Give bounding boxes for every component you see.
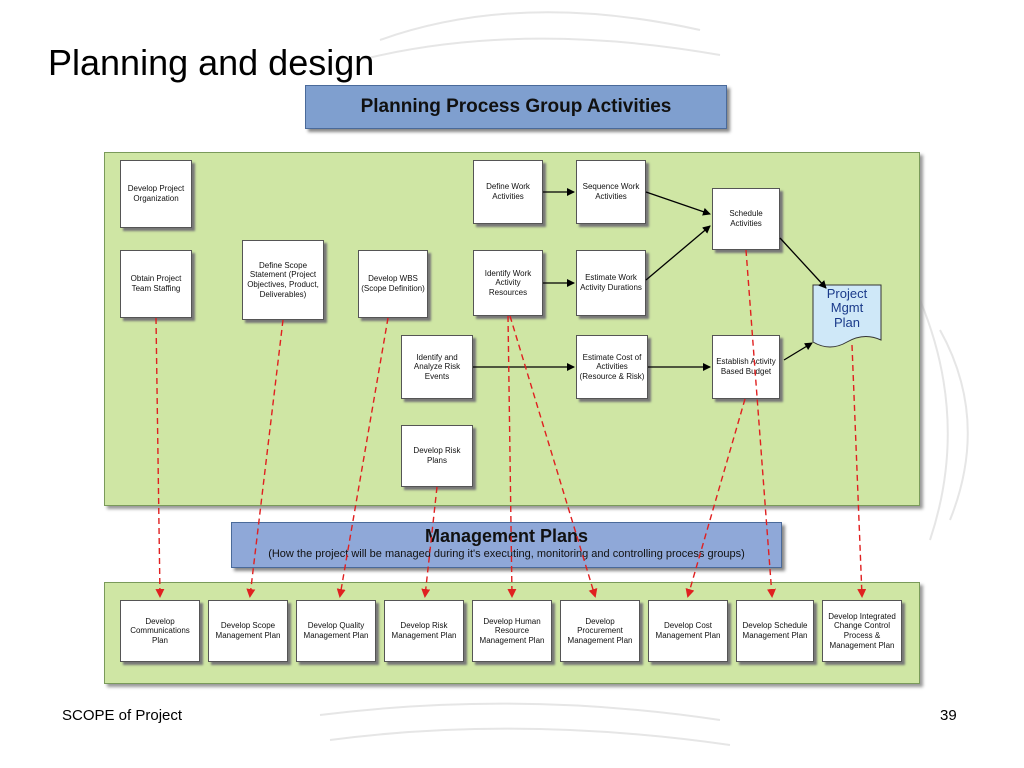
box-develop-project-organization: Develop Project Organization [120, 160, 192, 228]
slide-number: 39 [940, 707, 957, 724]
box-sequence-work-activities: Sequence Work Activities [576, 160, 646, 224]
management-plans-banner: Management Plans (How the project will b… [231, 522, 782, 568]
box-develop-procurement-management-plan: Develop Procurement Management Plan [560, 600, 640, 662]
box-estimate-cost-of-activities: Estimate Cost of Activities (Resource & … [576, 335, 648, 399]
footer-title: SCOPE of Project [62, 707, 183, 724]
box-develop-risk-plans: Develop Risk Plans [401, 425, 473, 487]
box-identify-work-activity-resources: Identify Work Activity Resources [473, 250, 543, 316]
box-define-scope-statement: Define Scope Statement (Project Objectiv… [242, 240, 324, 320]
box-schedule-activities: Schedule Activities [712, 188, 780, 250]
project-mgmt-plan-label: Project Mgmt Plan [812, 286, 882, 330]
pmp-line-3: Plan [833, 314, 861, 330]
pmp-line-2: Mgmt [830, 300, 864, 316]
box-develop-human-resource-management-plan: Develop Human Resource Management Plan [472, 600, 552, 662]
box-develop-scope-management-plan: Develop Scope Management Plan [208, 600, 288, 662]
management-plans-subtitle: (How the project will be managed during … [268, 548, 745, 560]
slide-title: Planning and design [48, 42, 375, 83]
box-develop-risk-management-plan: Develop Risk Management Plan [384, 600, 464, 662]
box-obtain-project-team-staffing: Obtain Project Team Staffing [120, 250, 192, 318]
box-estimate-work-activity-durations: Estimate Work Activity Durations [576, 250, 646, 316]
box-define-work-activities: Define Work Activities [473, 160, 543, 224]
pmp-line-1: Project [826, 286, 868, 301]
box-develop-wbs: Develop WBS (Scope Definition) [358, 250, 428, 318]
box-develop-communications-plan: Develop Communications Plan [120, 600, 200, 662]
box-develop-quality-management-plan: Develop Quality Management Plan [296, 600, 376, 662]
box-develop-integrated-change-control-plan: Develop Integrated Change Control Proces… [822, 600, 902, 662]
box-develop-schedule-management-plan: Develop Schedule Management Plan [736, 600, 814, 662]
box-develop-cost-management-plan: Develop Cost Management Plan [648, 600, 728, 662]
box-identify-analyze-risk-events: Identify and Analyze Risk Events [401, 335, 473, 399]
planning-header: Planning Process Group Activities [305, 85, 727, 129]
project-mgmt-plan-document [812, 284, 882, 348]
management-plans-title: Management Plans [424, 526, 589, 546]
box-establish-activity-based-budget: Establish Activity Based Budget [712, 335, 780, 399]
